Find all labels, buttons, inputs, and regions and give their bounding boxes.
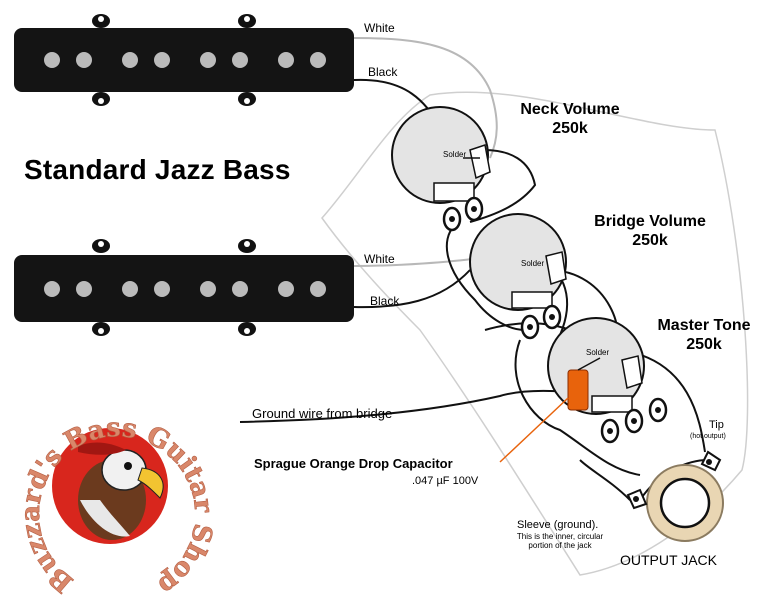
output-jack-label: OUTPUT JACK: [620, 552, 717, 568]
neck-pickup: [14, 14, 354, 106]
neck-volume-value: 250k: [552, 120, 588, 137]
orange-drop-capacitor: [567, 357, 601, 411]
bridge-volume-name: Bridge Volume: [594, 213, 706, 230]
output-jack: [626, 450, 724, 542]
bridge-black-wire-label: Black: [370, 294, 400, 308]
tone-solder-label: Solder: [586, 348, 610, 357]
tip-label: Tip: [709, 419, 724, 431]
master-tone-label: Master Tone 250k: [644, 318, 758, 353]
neck-volume-name: Neck Volume: [520, 101, 620, 118]
capacitor-name-label: Sprague Orange Drop Capacitor: [254, 456, 453, 471]
neck-volume-label: Neck Volume 250k: [510, 102, 630, 137]
neck-black-wire-label: Black: [368, 65, 398, 79]
master-tone-value: 250k: [686, 336, 722, 353]
master-tone-name: Master Tone: [657, 317, 751, 334]
bridge-white-wire-label: White: [364, 252, 395, 266]
sleeve-note: This is the inner, circular portion of t…: [516, 532, 604, 550]
sleeve-label: Sleeve (ground).: [517, 519, 599, 531]
bridge-pickup: [14, 239, 354, 336]
bridge-volume-pot: [469, 213, 567, 340]
capacitor-spec-label: .047 µF 100V: [412, 475, 479, 487]
bridge-solder-label: Solder: [521, 259, 545, 268]
diagram-title: Standard Jazz Bass: [24, 154, 291, 185]
tip-note: (hot output): [690, 433, 726, 440]
logo-text-path: Buzzard's Bass Guitar Shop: [16, 413, 219, 601]
buzzards-logo: [52, 428, 168, 544]
capacitor-pointer-line: [499, 397, 569, 463]
svg-text:Buzzard's Bass Guitar Shop: Buzzard's Bass Guitar Shop: [16, 413, 218, 600]
neck-volume-pot: [391, 106, 491, 232]
control-plate-outline: [321, 91, 749, 576]
neck-solder-label: Solder: [443, 150, 467, 159]
neck-white-wire-label: White: [364, 21, 395, 35]
bridge-volume-value: 250k: [632, 232, 668, 249]
bridge-volume-label: Bridge Volume 250k: [580, 214, 720, 249]
ground-wire-label: Ground wire from bridge: [252, 406, 393, 421]
